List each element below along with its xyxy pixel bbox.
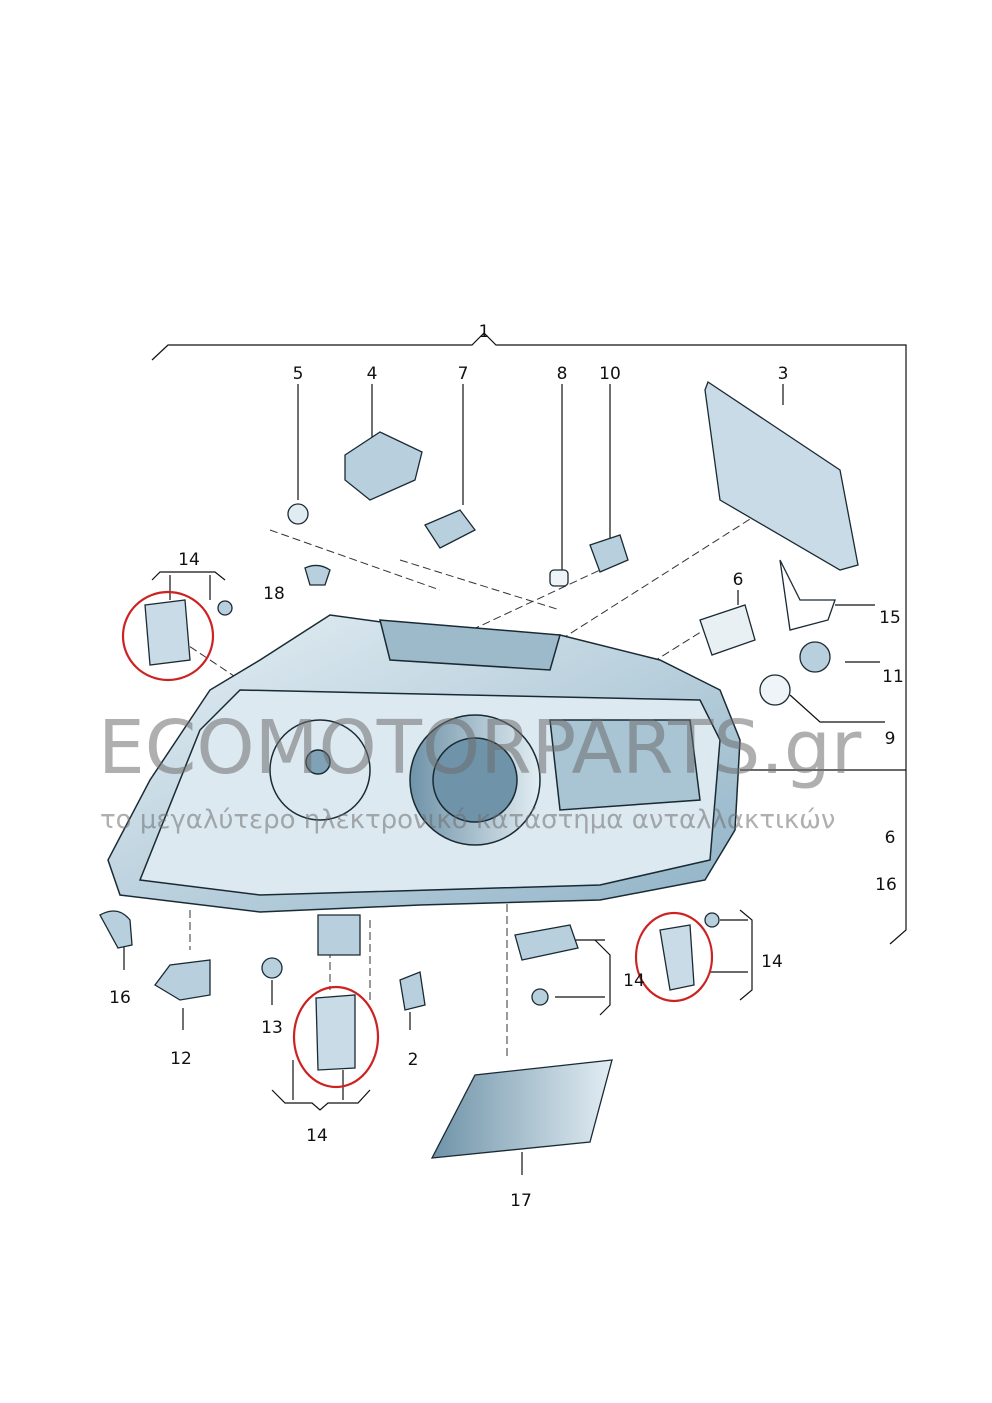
callout-4: 4 — [366, 364, 378, 384]
callout-7: 7 — [457, 364, 469, 384]
callout-1: 1 — [478, 322, 490, 342]
callout-3: 3 — [777, 364, 789, 384]
highlight-circles — [121, 590, 714, 1089]
callout-14: 14 — [623, 971, 645, 991]
callout-16: 16 — [109, 988, 131, 1008]
callout-13: 13 — [261, 1018, 283, 1038]
callout-6: 6 — [884, 828, 896, 848]
watermark-brand: ECOMOTORPARTS.gr — [98, 705, 862, 791]
callout-16: 16 — [875, 875, 897, 895]
callout-14: 14 — [306, 1126, 328, 1146]
callout-14: 14 — [178, 550, 200, 570]
callout-14: 14 — [761, 952, 783, 972]
headlight-housing — [107, 614, 741, 913]
watermark-tagline: το μεγαλύτερο ηλεκτρονικό κατάστημα αντα… — [100, 805, 836, 835]
callout-12: 12 — [170, 1049, 192, 1069]
callout-5: 5 — [292, 364, 304, 384]
callout-18: 18 — [263, 584, 285, 604]
callout-10: 10 — [599, 364, 621, 384]
small-parts — [99, 381, 859, 1159]
callout-6: 6 — [732, 570, 744, 590]
callout-15: 15 — [879, 608, 901, 628]
callout-9: 9 — [884, 729, 896, 749]
callout-8: 8 — [556, 364, 568, 384]
callout-17: 17 — [510, 1191, 532, 1211]
callout-2: 2 — [407, 1050, 419, 1070]
leader-lines — [123, 332, 907, 1175]
callout-11: 11 — [882, 667, 904, 687]
